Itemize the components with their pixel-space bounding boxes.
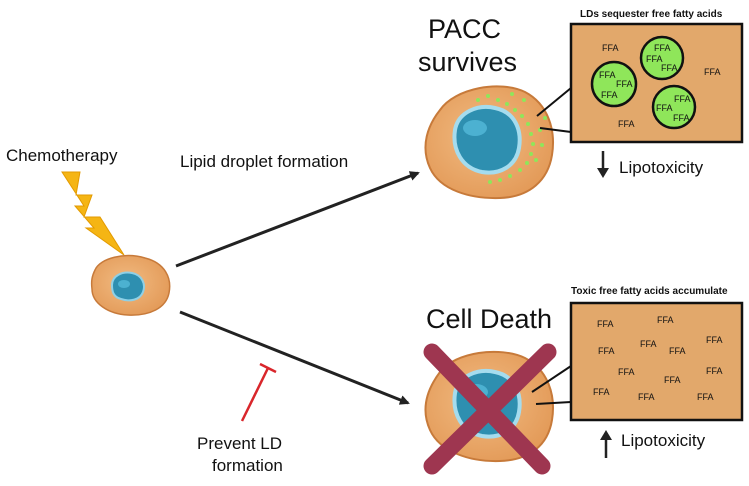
ffa-label: FFA (638, 392, 655, 402)
up-arrow-icon (600, 430, 612, 458)
ffa-label: FFA (706, 366, 723, 376)
top-box-free-ffa: FFA FFA FFA (602, 43, 721, 129)
droplet-ffa-label: FFA (674, 94, 691, 104)
callout-line-bottom-b (535, 401, 572, 405)
ffa-label: FFA (598, 346, 615, 356)
lipid-droplet-3: FFA FFA FFA (651, 84, 697, 130)
lipotoxicity-up-label: Lipotoxicity (621, 431, 706, 450)
droplet-ffa-label: FFA (661, 63, 678, 73)
top-box-title: LDs sequester free fatty acids (580, 9, 723, 20)
cell-death-label: Cell Death (426, 304, 552, 334)
callout-line-top-b (539, 127, 572, 133)
prevent-ld-label-line1: Prevent LD (197, 434, 282, 453)
ffa-label: FFA (657, 315, 674, 325)
ffa-label: FFA (618, 367, 635, 377)
lipid-droplet-2: FFA FFA FFA (590, 60, 638, 108)
arrow-to-survival (175, 171, 420, 268)
pacc-label-line2: survives (418, 47, 517, 77)
lipotoxicity-down-label: Lipotoxicity (619, 158, 704, 177)
lipid-droplet-1: FFA FFA FFA (639, 35, 685, 81)
initial-cell (90, 254, 171, 316)
ffa-label: FFA (706, 335, 723, 345)
ffa-label: FFA (704, 67, 721, 77)
callout-line-bottom-a (531, 365, 572, 393)
bottom-box-title: Toxic free fatty acids accumulate (571, 286, 728, 297)
arrow-to-death (179, 310, 410, 405)
lipid-droplet-dots (476, 92, 547, 184)
droplet-ffa-label: FFA (656, 103, 673, 113)
droplet-ffa-label: FFA (601, 90, 618, 100)
ffa-label: FFA (618, 119, 635, 129)
droplet-ffa-label: FFA (599, 70, 616, 80)
lightning-bolt-icon (61, 171, 125, 256)
chemotherapy-label: Chemotherapy (6, 146, 118, 165)
droplet-ffa-label: FFA (673, 113, 690, 123)
ffa-label: FFA (697, 392, 714, 402)
prevent-ld-label-line2: formation (212, 456, 283, 475)
ffa-label: FFA (640, 339, 657, 349)
ffa-label: FFA (593, 387, 610, 397)
droplet-ffa-label: FFA (654, 43, 671, 53)
inhibition-icon (240, 362, 277, 422)
droplet-ffa-label: FFA (646, 54, 663, 64)
surviving-pacc-cell (424, 85, 554, 200)
callout-line-top-a (536, 87, 572, 117)
bottom-box (569, 301, 744, 422)
pacc-label-line1: PACC (428, 14, 501, 44)
down-arrow-icon (597, 151, 609, 178)
ffa-label: FFA (597, 319, 614, 329)
droplet-ffa-label: FFA (616, 79, 633, 89)
ffa-label: FFA (664, 375, 681, 385)
ffa-label: FFA (602, 43, 619, 53)
bottom-box-free-ffa: FFA FFA FFA FFA FFA FFA FFA FFA FFA FFA … (593, 315, 723, 402)
ffa-label: FFA (669, 346, 686, 356)
cross-mark-icon (423, 343, 557, 475)
lipid-droplet-formation-label: Lipid droplet formation (180, 152, 348, 171)
